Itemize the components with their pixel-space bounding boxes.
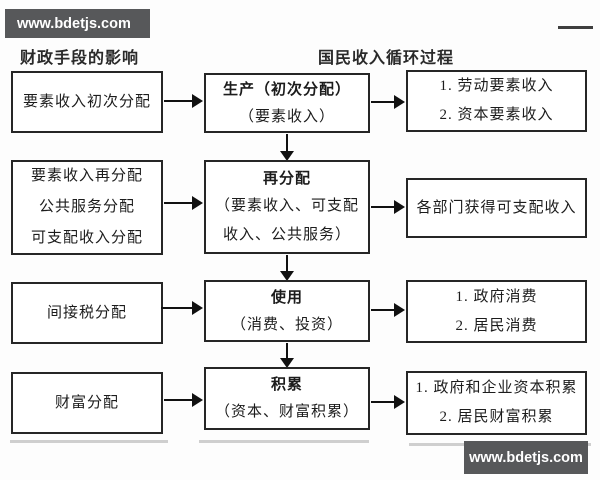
left-box-primary-distribution: 要素收入初次分配 — [11, 71, 163, 133]
box-line: 公共服务分配 — [38, 199, 135, 215]
center-box-usage: 使用 （消费、投资） — [204, 280, 370, 342]
arrow-center-to-right-4 — [371, 395, 405, 409]
arrow-center-to-right-1 — [371, 95, 405, 109]
box-line: （要素收入） — [238, 108, 335, 125]
right-box-capital-accumulation: 1. 政府和企业资本积累 2. 居民财富积累 — [406, 371, 587, 435]
box-line: 2. 资本要素收入 — [439, 107, 554, 123]
scan-artifact-bottom-left — [10, 440, 168, 443]
arrow-left-to-center-3 — [161, 301, 203, 315]
box-line: 1. 政府消费 — [455, 288, 538, 305]
center-box-production: 生产（初次分配） （要素收入） — [204, 73, 370, 133]
box-line: 要素收入再分配 — [30, 168, 143, 184]
box-line: 财富分配 — [54, 394, 119, 411]
box-line: （资本、财富积累） — [214, 404, 359, 420]
watermark-banner-top: www.bdetjs.com — [5, 9, 150, 38]
arrow-left-to-center-4 — [164, 393, 203, 407]
center-box-redistribution: 再分配 （要素收入、可支配 收入、公共服务） — [204, 160, 370, 254]
box-line: 2. 居民财富积累 — [439, 409, 554, 425]
box-title: 生产（初次分配） — [222, 79, 351, 98]
box-line: 2. 居民消费 — [455, 317, 538, 334]
arrow-center-to-right-3 — [371, 303, 405, 317]
right-box-consumption: 1. 政府消费 2. 居民消费 — [406, 280, 587, 343]
arrow-down-1 — [280, 134, 294, 161]
box-title: 使用 — [270, 287, 303, 306]
watermark-banner-bottom: www.bdetjs.com — [464, 441, 588, 474]
box-line: 1. 政府和企业资本积累 — [415, 380, 578, 396]
box-line: 1. 劳动要素收入 — [439, 78, 554, 94]
box-line: 各部门获得可支配收入 — [416, 199, 577, 216]
box-line: （消费、投资） — [230, 316, 343, 333]
box-line: 收入、公共服务） — [222, 227, 351, 243]
watermark-text-top: www.bdetjs.com — [17, 15, 131, 32]
left-box-indirect-tax: 间接税分配 — [11, 282, 163, 344]
box-line: 间接税分配 — [46, 304, 127, 321]
box-title: 再分配 — [262, 169, 311, 187]
heading-fiscal-influence: 财政手段的影响 — [20, 50, 140, 67]
box-line: 要素收入初次分配 — [22, 93, 151, 110]
scan-artifact-top-right — [558, 26, 593, 29]
watermark-text-bottom: www.bdetjs.com — [469, 449, 583, 466]
left-box-redistribution: 要素收入再分配 公共服务分配 可支配收入分配 — [11, 160, 163, 255]
arrow-down-3 — [280, 343, 294, 368]
arrow-center-to-right-2 — [371, 200, 405, 214]
arrow-left-to-center-2 — [164, 196, 203, 210]
left-box-wealth-distribution: 财富分配 — [11, 372, 163, 434]
right-box-disposable-income: 各部门获得可支配收入 — [406, 178, 587, 238]
box-title: 积累 — [270, 375, 303, 393]
scan-artifact-bottom-center — [199, 440, 369, 443]
box-line: （要素收入、可支配 — [214, 198, 359, 214]
arrow-down-2 — [280, 255, 294, 281]
center-box-accumulation: 积累 （资本、财富积累） — [204, 367, 370, 430]
box-line: 可支配收入分配 — [30, 230, 143, 246]
right-box-factor-income: 1. 劳动要素收入 2. 资本要素收入 — [406, 70, 587, 132]
arrow-left-to-center-1 — [164, 94, 203, 108]
heading-income-cycle: 国民收入循环过程 — [318, 50, 455, 67]
